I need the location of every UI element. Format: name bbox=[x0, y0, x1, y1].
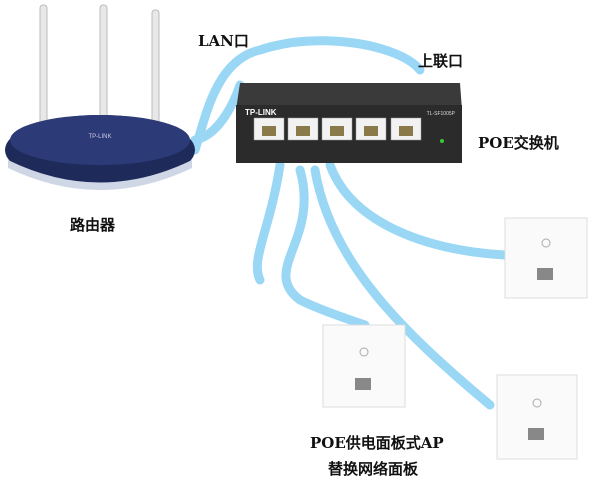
uplink-port-label: 上联口 bbox=[418, 52, 464, 70]
panel-ap-bottom-right bbox=[496, 374, 578, 460]
ap-label-line2: 替换网络面板 bbox=[328, 460, 419, 478]
cable-router-lan-2 bbox=[190, 80, 245, 145]
cable-to-ap-right bbox=[325, 160, 510, 260]
switch-brand: TP-LINK bbox=[245, 108, 277, 117]
panel-ap-middle bbox=[322, 324, 406, 408]
ap-label-line1: POE供电面板式AP bbox=[310, 434, 444, 452]
router-label: 路由器 bbox=[70, 216, 116, 234]
switch-model: TL-SF1005P bbox=[427, 111, 456, 117]
router-brand: TP-LINK bbox=[88, 134, 111, 140]
router: TP-LINK bbox=[5, 4, 195, 190]
cable-to-ap-bottomright bbox=[310, 165, 495, 410]
cable-router-lan bbox=[190, 36, 425, 155]
cables bbox=[190, 36, 510, 410]
poe-switch-label: POE交换机 bbox=[478, 134, 559, 152]
poe-switch: TP-LINK TL-SF1005P bbox=[236, 83, 462, 163]
panel-ap-right bbox=[504, 217, 588, 299]
cable-to-ap-middle bbox=[281, 165, 370, 330]
cable-spare bbox=[252, 160, 285, 285]
lan-port-label: LAN口 bbox=[198, 32, 249, 50]
